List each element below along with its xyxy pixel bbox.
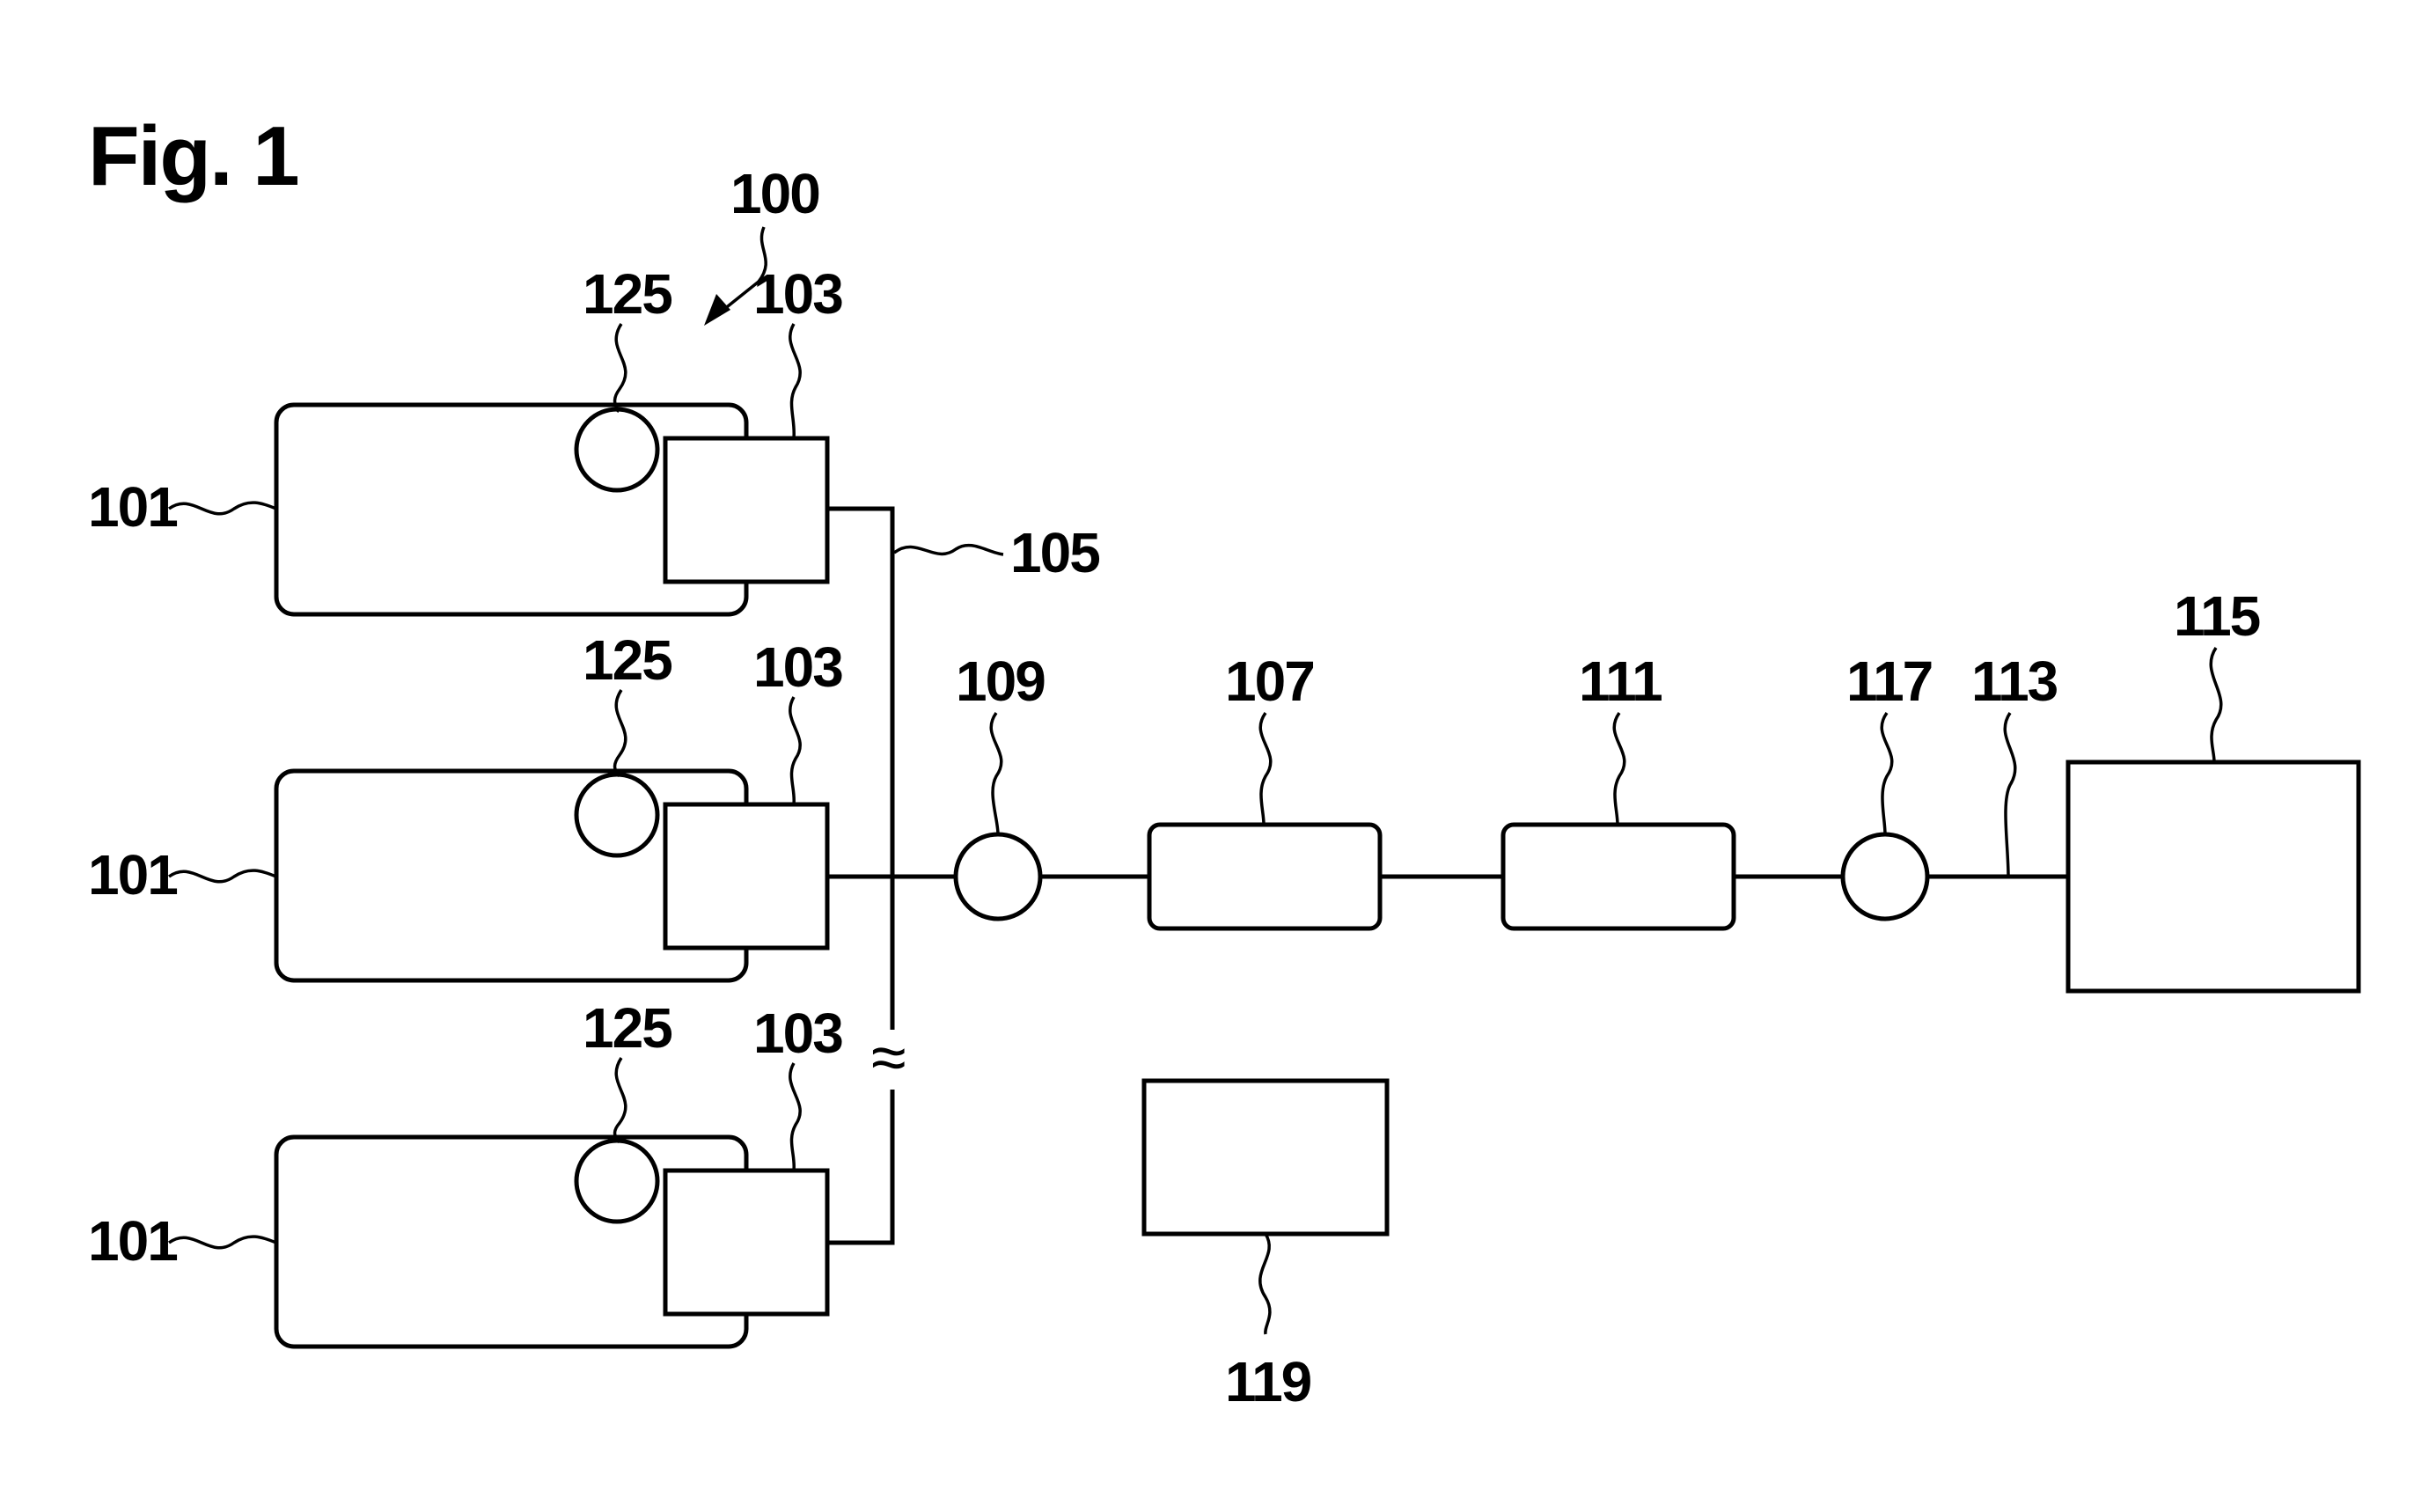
- line-113-leader: [2003, 712, 2017, 877]
- block-111-label: 111: [1579, 650, 1662, 713]
- unit-1-body-label: 101: [88, 475, 177, 539]
- unit-2-module-leader: [789, 696, 802, 805]
- unit-3-sensor-leader: [613, 1057, 627, 1144]
- unit-3-sensor-circle: [574, 1138, 660, 1224]
- block-111: [1500, 822, 1736, 931]
- unit-1-sensor-label: 125: [583, 262, 671, 326]
- unit-3-module-label: 103: [753, 1002, 842, 1065]
- bus-leader: [892, 543, 1004, 556]
- block-107-leader: [1258, 711, 1273, 826]
- bus-line-lower: [827, 1090, 895, 1245]
- bus-label: 105: [1010, 521, 1099, 584]
- system-ref-label: 100: [730, 162, 819, 225]
- bus-line-upper: [827, 506, 895, 1030]
- node-117-leader: [1880, 711, 1894, 835]
- unit-2-sensor-leader: [613, 689, 627, 778]
- system-ref-arrow-line: [713, 226, 767, 319]
- unit-1-sensor-circle: [574, 407, 660, 493]
- system-ref-arrowhead: [704, 294, 730, 326]
- unit-1-body-leader: [167, 501, 277, 516]
- unit-3-body-leader: [167, 1235, 277, 1250]
- block-119-leader: [1258, 1233, 1272, 1335]
- block-107-label: 107: [1225, 650, 1314, 713]
- node-109-circle: [953, 832, 1043, 921]
- node-109-leader: [989, 711, 1003, 835]
- block-115: [2065, 760, 2361, 994]
- block-107: [1147, 822, 1383, 931]
- node-117-label: 117: [1846, 650, 1932, 713]
- block-111-leader: [1612, 711, 1626, 826]
- unit-1-module-leader: [789, 323, 802, 439]
- unit-2-body-leader: [167, 869, 277, 884]
- unit-3-body-label: 101: [88, 1209, 177, 1273]
- unit-1-module: [663, 436, 830, 584]
- unit-2-sensor-label: 125: [583, 628, 671, 692]
- unit-1-module-label: 103: [753, 262, 842, 326]
- unit-2: 101 125 103: [88, 628, 844, 983]
- bus-break-symbol: ≈: [871, 1023, 906, 1093]
- unit-3-module: [663, 1168, 830, 1317]
- separate-block: 119: [1141, 1078, 1390, 1413]
- block-119: [1141, 1078, 1390, 1237]
- node-117-circle: [1840, 832, 1930, 921]
- unit-2-module: [663, 802, 830, 951]
- unit-3-module-leader: [789, 1062, 802, 1171]
- unit-2-module-label: 103: [753, 635, 842, 699]
- node-109-label: 109: [956, 650, 1045, 713]
- main-chain: 109 107 111 117 113 115: [892, 584, 2361, 994]
- figure-title: Fig. 1: [88, 109, 298, 203]
- unit-1: 101 125 103: [88, 262, 844, 617]
- unit-2-sensor-circle: [574, 772, 660, 858]
- block-119-label: 119: [1225, 1350, 1311, 1413]
- line-113-label: 113: [1971, 650, 2058, 713]
- unit-3-sensor-label: 125: [583, 996, 671, 1060]
- unit-3: 101 125 103: [88, 996, 844, 1349]
- unit-1-sensor-leader: [613, 323, 627, 414]
- bus: ≈ 105: [827, 506, 1101, 1245]
- block-115-leader: [2209, 647, 2223, 763]
- unit-2-body-label: 101: [88, 843, 177, 906]
- block-115-label: 115: [2174, 584, 2260, 648]
